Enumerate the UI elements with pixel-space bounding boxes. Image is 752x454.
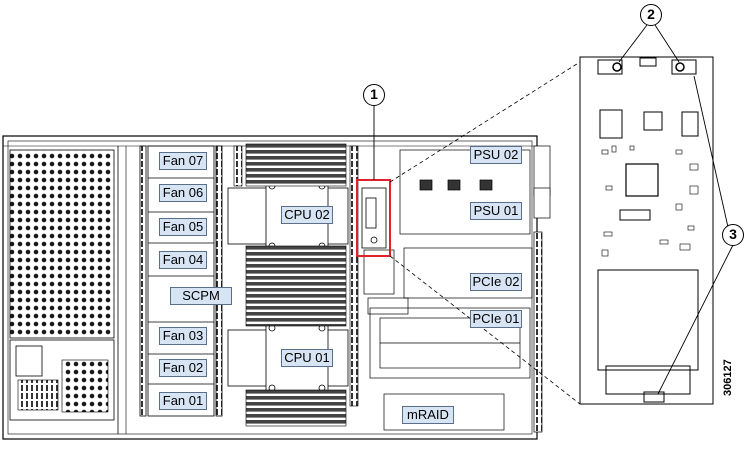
pcie-02-label: PCIe 02: [470, 273, 522, 291]
fan-07-label: Fan 07: [159, 152, 207, 170]
fan-02-label: Fan 02: [159, 359, 207, 377]
motherboard-details: [363, 145, 551, 433]
psu-02-label: PSU 02: [470, 146, 522, 164]
callout-1: 1: [363, 84, 385, 106]
dimm-banks: [233, 143, 359, 427]
pcie-01-label: PCIe 01: [470, 310, 522, 328]
highlighted-component: [361, 187, 387, 249]
highlight-box: [356, 179, 391, 257]
fan-06-label: Fan 06: [159, 184, 207, 202]
detail-card: [579, 56, 714, 405]
callout-3: 3: [722, 224, 744, 246]
mraid-label: mRAID: [402, 406, 454, 424]
figure-id: 306127: [722, 359, 734, 396]
psu-01-label: PSU 01: [470, 202, 522, 220]
cpu-02-label: CPU 02: [281, 206, 333, 224]
fan-tray: [139, 145, 223, 417]
cpu-01-label: CPU 01: [281, 349, 333, 367]
fan-03-label: Fan 03: [159, 327, 207, 345]
callout-2: 2: [640, 4, 662, 26]
projection-lines: [389, 61, 581, 405]
fan-04-label: Fan 04: [159, 251, 207, 269]
fan-05-label: Fan 05: [159, 218, 207, 236]
front-drive-bay: [9, 146, 127, 434]
callout-leaders: [373, 24, 734, 395]
fan-01-label: Fan 01: [159, 392, 207, 410]
scpm-label: SCPM: [170, 287, 232, 305]
